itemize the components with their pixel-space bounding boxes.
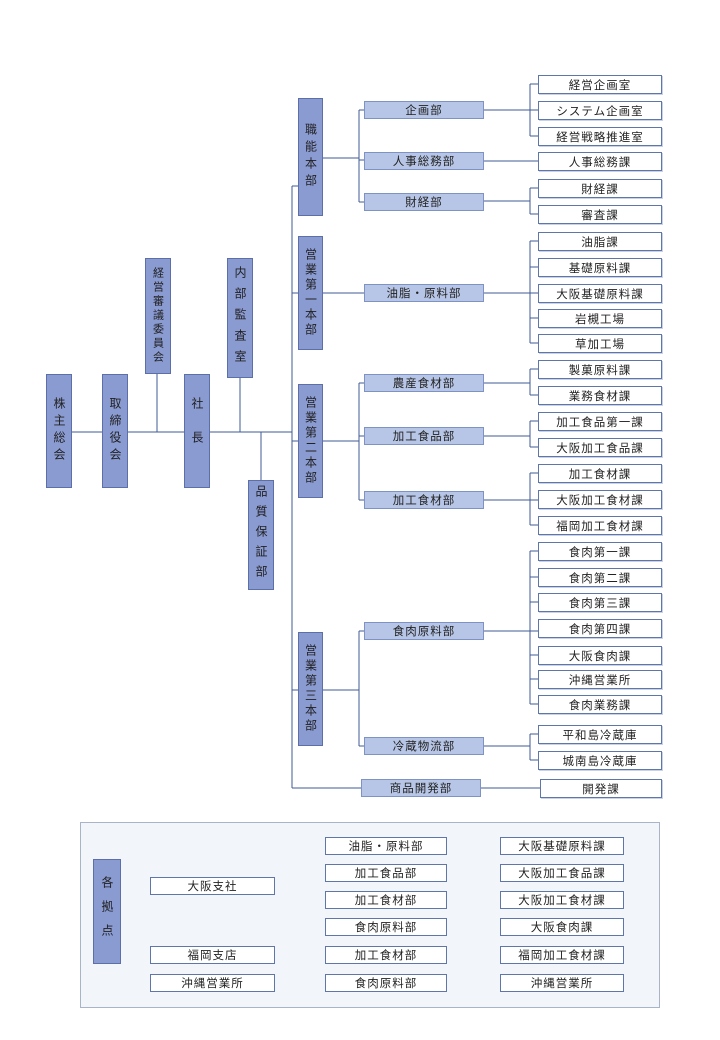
section-finance: 財経課 xyxy=(538,179,662,198)
section-processed-material: 加工食材課 xyxy=(538,464,662,483)
dept-planning: 企画部 xyxy=(364,101,484,119)
president-box: 社長 xyxy=(184,374,210,488)
division-sales-3: 営業第三本部 xyxy=(298,632,323,746)
base-okinawa-sec: 沖縄営業所 xyxy=(500,974,624,992)
division-sales-2: 営業第二本部 xyxy=(298,384,323,498)
division-sales-1: 営業第一本部 xyxy=(298,236,323,350)
base-okinawa-dept: 食肉原料部 xyxy=(325,974,447,992)
section-development: 開発課 xyxy=(540,779,662,798)
base-osaka-sec-processed-food: 大阪加工食品課 xyxy=(500,864,624,882)
section-mgmt-planning: 経営企画室 xyxy=(538,75,662,94)
section-basic-materials: 基礎原料課 xyxy=(538,258,662,277)
base-osaka-dept-meat: 食肉原料部 xyxy=(325,918,447,936)
dept-product-dev: 商品開発部 xyxy=(361,779,481,797)
base-osaka-sec-basic: 大阪基礎原料課 xyxy=(500,837,624,855)
base-fukuoka-dept: 加工食材部 xyxy=(325,946,447,964)
section-meat-4: 食肉第四課 xyxy=(538,619,662,638)
section-iwatsuki-plant: 岩槻工場 xyxy=(538,309,662,328)
section-strategy: 経営戦略推進室 xyxy=(538,127,662,146)
dept-finance: 財経部 xyxy=(364,193,484,211)
section-system-planning: システム企画室 xyxy=(538,101,662,120)
base-osaka-sec-processed-material: 大阪加工食材課 xyxy=(500,891,624,909)
section-fukuoka-processed-material: 福岡加工食材課 xyxy=(538,516,662,535)
section-osaka-processed-material: 大阪加工食材課 xyxy=(538,490,662,509)
section-jonanjima-cold: 城南島冷蔵庫 xyxy=(538,751,662,770)
section-osaka-processed-food: 大阪加工食品課 xyxy=(538,438,662,457)
base-osaka-dept-processed-food: 加工食品部 xyxy=(325,864,447,882)
section-heiwajima-cold: 平和島冷蔵庫 xyxy=(538,725,662,744)
quality-assurance-box: 品質保証部 xyxy=(248,480,274,590)
base-osaka-dept-processed-material: 加工食材部 xyxy=(325,891,447,909)
section-okinawa-office: 沖縄営業所 xyxy=(538,670,662,689)
dept-processed-food: 加工食品部 xyxy=(364,427,484,445)
section-osaka-meat: 大阪食肉課 xyxy=(538,646,662,665)
dept-agri: 農産食材部 xyxy=(364,374,484,392)
board-box: 取締役会 xyxy=(102,374,128,488)
base-fukuoka-branch: 福岡支店 xyxy=(150,946,275,964)
section-kusaka-plant: 草加工場 xyxy=(538,334,662,353)
division-admin: 職能本部 xyxy=(298,98,323,216)
dept-processed-material: 加工食材部 xyxy=(364,491,484,509)
section-confectionery: 製菓原料課 xyxy=(538,360,662,379)
section-oils: 油脂課 xyxy=(538,232,662,251)
internal-audit-box: 内部監査室 xyxy=(227,258,253,378)
section-processed-food-1: 加工食品第一課 xyxy=(538,412,662,431)
dept-oils: 油脂・原料部 xyxy=(364,284,484,302)
section-osaka-basic: 大阪基礎原料課 xyxy=(538,284,662,303)
bases-label: 各拠点 xyxy=(93,859,121,964)
dept-cold-logistics: 冷蔵物流部 xyxy=(364,737,484,755)
base-okinawa-office: 沖縄営業所 xyxy=(150,974,275,992)
base-osaka-sec-meat: 大阪食肉課 xyxy=(500,918,624,936)
section-meat-business: 食肉業務課 xyxy=(538,695,662,714)
review-committee-box: 経営審議委員会 xyxy=(145,258,171,374)
section-meat-2: 食肉第二課 xyxy=(538,568,662,587)
base-fukuoka-sec: 福岡加工食材課 xyxy=(500,946,624,964)
dept-hr: 人事総務部 xyxy=(364,152,484,170)
section-meat-1: 食肉第一課 xyxy=(538,542,662,561)
section-audit: 審査課 xyxy=(538,205,662,224)
dept-meat: 食肉原料部 xyxy=(364,622,484,640)
shareholders-meeting-box: 株主総会 xyxy=(46,374,72,488)
base-osaka-branch: 大阪支社 xyxy=(150,877,275,895)
base-osaka-dept-oils: 油脂・原料部 xyxy=(325,837,447,855)
section-business-material: 業務食材課 xyxy=(538,386,662,405)
section-hr: 人事総務課 xyxy=(538,152,662,171)
section-meat-3: 食肉第三課 xyxy=(538,593,662,612)
